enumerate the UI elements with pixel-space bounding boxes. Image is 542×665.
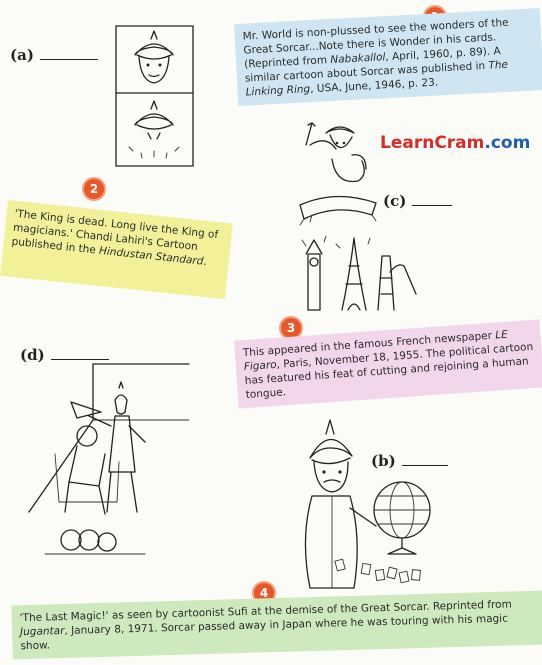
- watermark-part1: LearnCram: [380, 133, 485, 153]
- label-b: (b): [371, 452, 448, 470]
- note-4: 'The Last Magic!' as seen by cartoonist …: [11, 590, 542, 660]
- cartoon-c-landmarks: [301, 235, 417, 311]
- note-4-paper-italic: Jugantar: [19, 624, 65, 639]
- label-d-text: (d): [20, 346, 45, 364]
- note-3-number: 3: [281, 318, 301, 338]
- watermark-part2: .com: [484, 133, 531, 153]
- note-3: This appeared in the famous French newsp…: [234, 319, 542, 409]
- cartoon-c-flying-magician: [299, 122, 377, 226]
- label-c-blank: [412, 205, 453, 206]
- watermark-logo: LearnCram.com: [380, 133, 530, 153]
- label-d-blank: [50, 359, 109, 360]
- label-d: (d): [20, 346, 109, 364]
- label-c: (c): [383, 192, 453, 210]
- cartoon-d-illustration: [28, 363, 190, 555]
- note-1: Mr. World is non-plussed to see the wond…: [234, 8, 542, 106]
- label-a-blank: [39, 59, 98, 60]
- note-2: 'The King is dead. Long live the King of…: [0, 200, 233, 300]
- label-b-text: (b): [371, 452, 396, 470]
- cartoon-a-illustration: [115, 25, 194, 167]
- note-1-source-italic: Nabakallol: [330, 51, 386, 67]
- label-b-blank: [401, 465, 448, 466]
- label-a: (a): [10, 46, 98, 64]
- note-2-number: 2: [84, 179, 104, 199]
- note-2-text-b: .: [202, 255, 208, 269]
- label-a-text: (a): [10, 46, 34, 64]
- cartoon-b-illustration: [304, 419, 431, 589]
- label-c-text: (c): [383, 192, 407, 210]
